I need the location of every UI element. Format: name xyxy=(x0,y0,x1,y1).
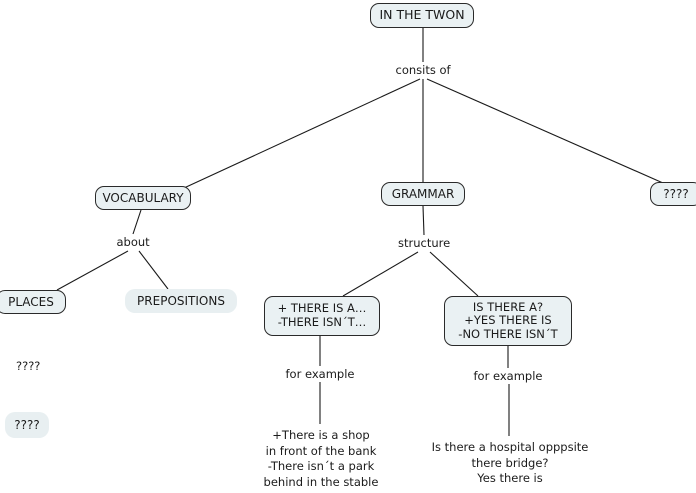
link-label-structure: structure xyxy=(395,236,454,250)
link-label-places-unknown: ???? xyxy=(13,359,44,373)
link-label-about: about xyxy=(113,235,153,249)
link-label-for-example-right: for example xyxy=(470,369,546,383)
edge-structure-to-question xyxy=(429,251,479,297)
node-grammar[interactable]: GRAMMAR xyxy=(381,182,465,206)
node-unknown-top-right[interactable]: ???? xyxy=(650,182,696,206)
edge-vocabulary-to-about xyxy=(132,209,142,235)
edge-about-to-places xyxy=(56,250,129,291)
node-root[interactable]: IN THE TWON xyxy=(370,3,474,28)
link-label-consists-of: consits of xyxy=(392,63,454,77)
edge-about-to-prepositions xyxy=(138,250,169,290)
link-label-for-example-left: for example xyxy=(282,367,358,381)
node-question-answers[interactable]: IS THERE A? +YES THERE IS -NO THERE ISN´… xyxy=(444,296,572,346)
edge-structure-to-affirmative xyxy=(342,251,419,297)
edge-consists-of-to-vocabulary xyxy=(183,78,421,189)
node-vocabulary[interactable]: VOCABULARY xyxy=(95,186,191,210)
node-unknown-places-child[interactable]: ???? xyxy=(5,412,49,438)
edge-consists-of-to-unknown xyxy=(426,78,664,184)
free-text-example-statements: +There is a shop in front of the bank -T… xyxy=(263,428,379,489)
node-prepositions[interactable]: PREPOSITIONS xyxy=(125,289,237,313)
free-text-example-question: Is there a hospital opppsite there bridg… xyxy=(431,440,589,486)
edge-grammar-to-structure xyxy=(422,205,425,236)
node-places[interactable]: PLACES xyxy=(0,290,66,314)
node-affirmative-negative[interactable]: + THERE IS A… -THERE ISN´T… xyxy=(264,296,380,336)
